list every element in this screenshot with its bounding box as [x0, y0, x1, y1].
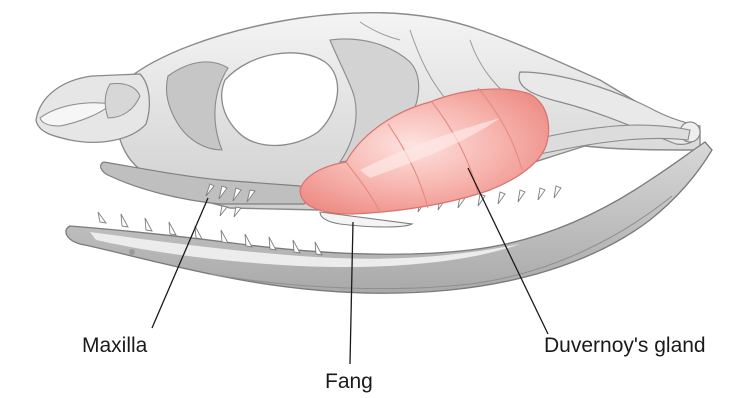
maxilla-label: Maxilla — [82, 334, 148, 357]
fang-label: Fang — [325, 370, 373, 393]
fang — [320, 212, 412, 227]
mental-foramen — [129, 249, 135, 255]
gland-label: Duvernoy's gland — [544, 334, 706, 357]
